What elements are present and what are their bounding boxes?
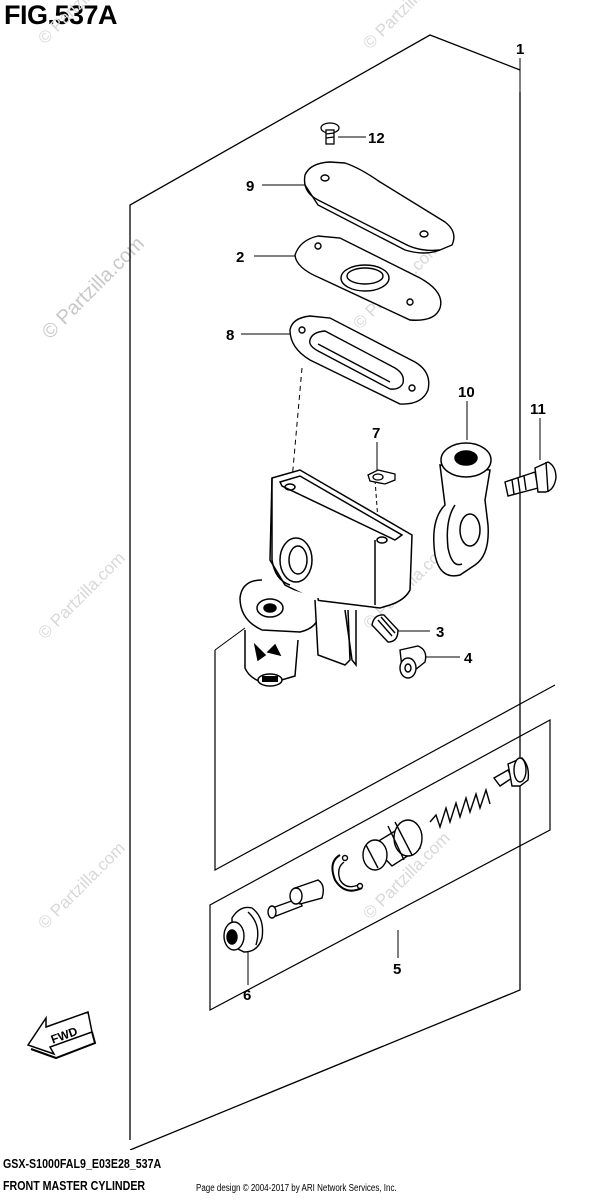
watermark-text: © Partzilla.com [38, 233, 149, 344]
part-5-kit-internals [223, 757, 530, 953]
watermark-text: © Partzilla.com [34, 548, 128, 642]
copyright-notice: Page design © 2004-2017 by ARI Network S… [196, 1183, 397, 1194]
master-cylinder-body [239, 469, 413, 687]
callout-3: 3 [436, 624, 444, 641]
callout-9: 9 [246, 178, 254, 195]
figure-title: FIG.537A [4, 0, 118, 30]
callout-11: 11 [530, 401, 546, 418]
kit-frame [209, 650, 556, 1011]
callout-10: 10 [458, 384, 475, 401]
diagram-name: FRONT MASTER CYLINDER [3, 1178, 146, 1193]
part-10-joint [433, 442, 492, 577]
leader-lines [214, 58, 541, 985]
part-7-screw [367, 469, 396, 485]
callout-5: 5 [393, 961, 401, 978]
part-12-screw [320, 122, 340, 145]
callout-1: 1 [516, 41, 524, 58]
fwd-arrow: FWD [26, 1011, 97, 1060]
part-3-bleeder [371, 614, 399, 643]
part-4-cap [399, 645, 427, 679]
part-9-cap [303, 161, 455, 254]
callout-4: 4 [464, 650, 473, 667]
callouts: 1 12 9 2 8 10 11 7 3 4 5 6 [226, 41, 546, 1004]
watermark-text: © Partzilla.com [359, 0, 453, 53]
callout-8: 8 [226, 327, 234, 344]
part-2-plate [294, 235, 442, 321]
parts-diagram: © Partzilla.com © Partzilla.com © Partzi… [26, 0, 557, 1150]
watermark-text: © Partzilla.com [34, 0, 128, 48]
part-11-bolt [504, 461, 557, 497]
part-8-gasket [289, 315, 430, 405]
watermark-text: © Partzilla.com [34, 838, 128, 932]
model-code: GSX-S1000FAL9_E03E28_537A [3, 1156, 162, 1171]
assembly-frame [129, 34, 521, 1150]
callout-12: 12 [368, 130, 385, 147]
callout-2: 2 [236, 249, 244, 266]
callout-7: 7 [372, 425, 380, 442]
callout-6: 6 [243, 987, 251, 1004]
